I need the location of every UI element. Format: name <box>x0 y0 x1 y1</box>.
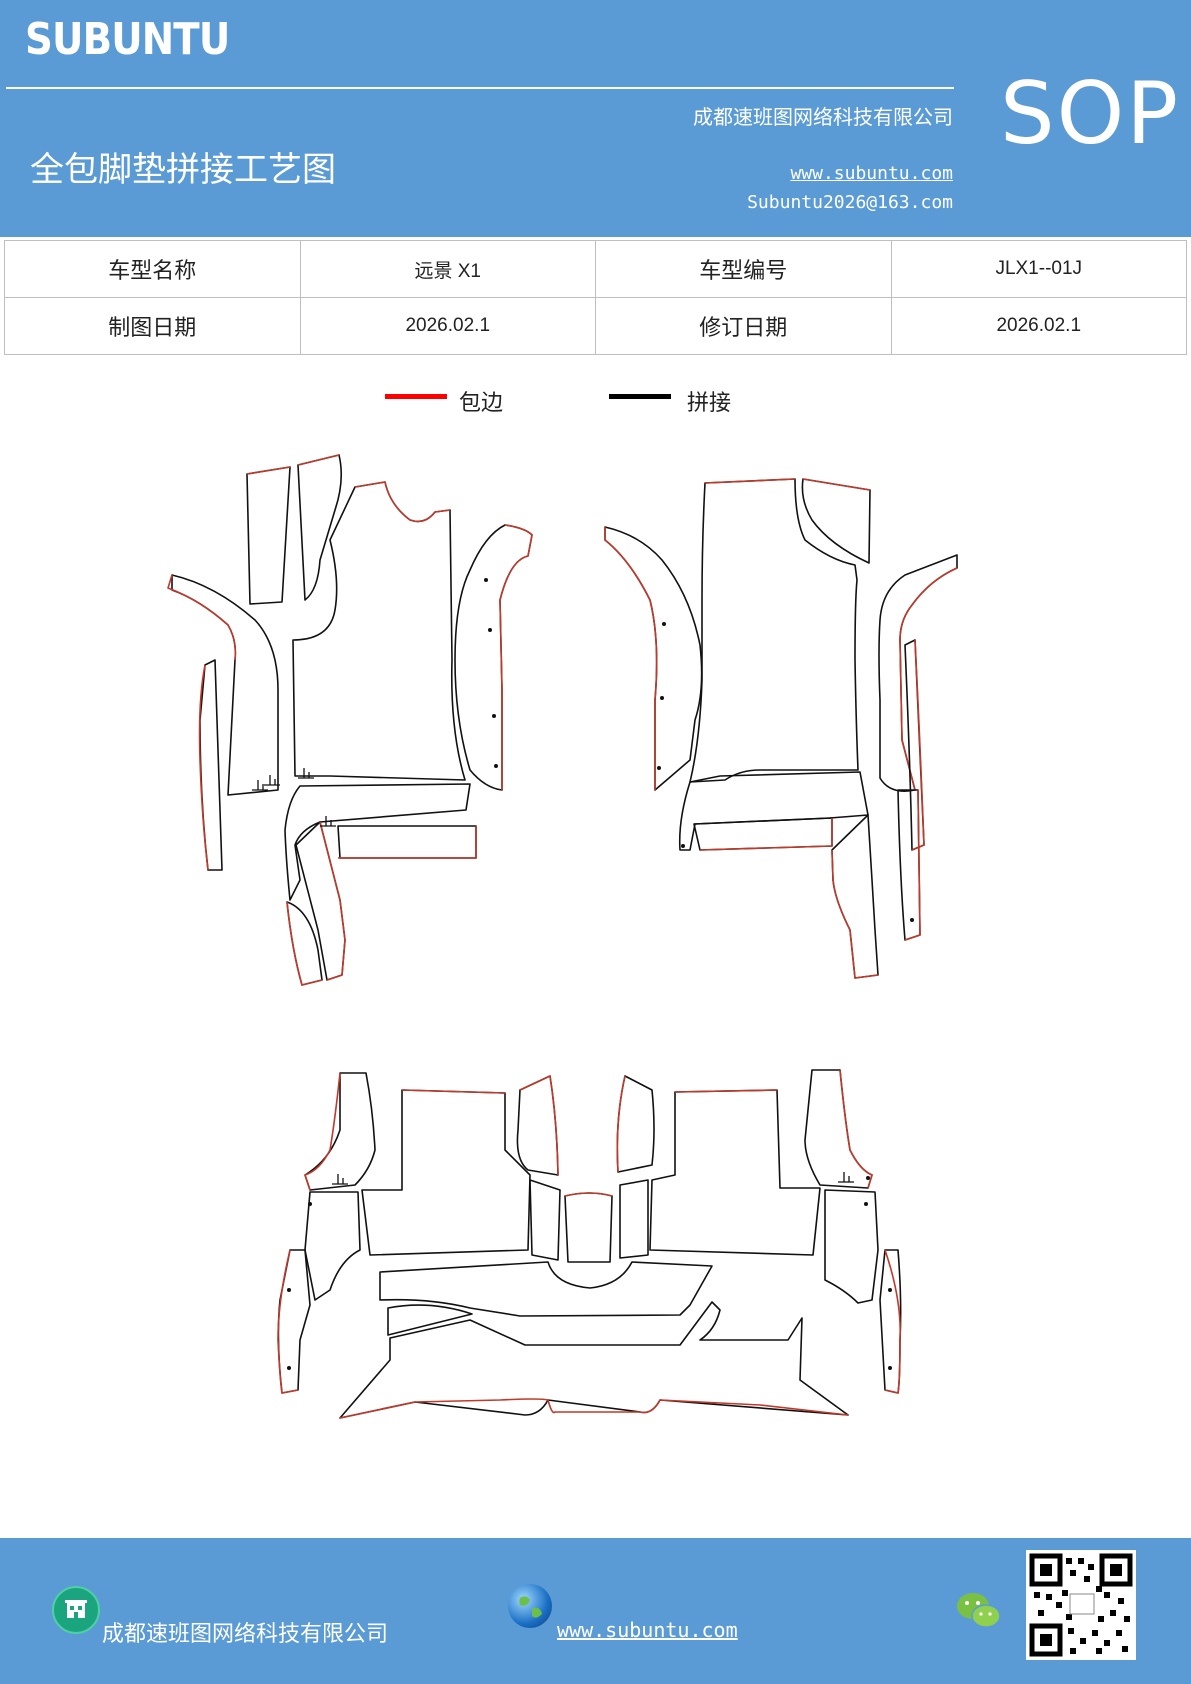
fr-holes <box>657 622 914 922</box>
fr-bottom-bar-edge <box>699 818 833 851</box>
rear-stop-marks <box>332 1172 854 1185</box>
fr-right-curve <box>878 554 958 792</box>
fl-left-curve-edge <box>167 574 237 661</box>
fr-lower-leg-edge <box>831 849 879 979</box>
wechat-icon[interactable] <box>956 1590 1002 1630</box>
legend: 包边 拼接 <box>0 385 1191 425</box>
rear-center-left-edge <box>519 1075 559 1176</box>
rear-seat-right-edge <box>674 1089 778 1093</box>
revise-date-value: 2026.02.1 <box>890 297 1187 355</box>
fr-foot-strip <box>897 789 921 941</box>
model-code-value: JLX1--01J <box>890 240 1187 298</box>
fr-right-curve-edge <box>899 567 958 791</box>
rear-mat-group <box>277 1069 902 1419</box>
header-divider <box>6 87 954 89</box>
footer-company: 成都速班图网络科技有限公司 <box>102 1622 389 1647</box>
fl-strip-a-edge <box>246 466 291 475</box>
fr-door-strip-edge <box>911 639 925 851</box>
front-left-mat-group <box>167 454 533 986</box>
fl-bottom-bar <box>337 825 477 859</box>
header-company: 成都速班图网络科技有限公司 <box>693 105 953 129</box>
fl-strip-a <box>246 466 291 605</box>
rear-right-top <box>804 1069 873 1189</box>
fl-strip-b <box>297 454 343 601</box>
front-right-mat-group <box>604 478 958 979</box>
rear-holes <box>287 1176 892 1370</box>
fl-side-panel <box>454 524 533 791</box>
fl-side-edge <box>499 524 533 790</box>
fl-bottom-bar-edge <box>338 826 477 859</box>
fl-foot-strip-edge <box>286 901 323 986</box>
rear-tunnel-mid-edge <box>564 1192 613 1197</box>
qr-code <box>1026 1550 1136 1660</box>
rear-left-top-edge <box>304 1072 341 1191</box>
table-row: 制图日期 2026.02.1 修订日期 2026.02.1 <box>4 297 1187 355</box>
fl-lower-leg-edge <box>319 821 346 981</box>
fl-holes <box>484 578 498 768</box>
fl-main-edge <box>354 481 451 523</box>
fr-side-panel <box>604 526 703 791</box>
page-title: 全包脚垫拼接工艺图 <box>30 150 336 190</box>
fr-lower-leg <box>831 814 879 979</box>
revise-date-label: 修订日期 <box>595 297 892 355</box>
rear-left-side <box>304 1191 361 1301</box>
fr-door-strip <box>904 639 925 851</box>
model-code-label: 车型编号 <box>595 240 892 298</box>
header-website-link[interactable]: www.subuntu.com <box>790 163 953 184</box>
footer-website-link[interactable]: www.subuntu.com <box>557 1618 738 1642</box>
header-banner: SUBUNTU 成都速班图网络科技有限公司 全包脚垫拼接工艺图 www.subu… <box>0 0 1191 237</box>
globe-icon <box>508 1584 552 1628</box>
model-name-label: 车型名称 <box>4 240 301 298</box>
rear-cross-beam <box>379 1261 713 1317</box>
rear-left-top <box>304 1072 376 1191</box>
draw-date-label: 制图日期 <box>4 297 301 355</box>
fr-foot-strip-edge <box>904 789 921 941</box>
legend-edge-swatch <box>385 394 447 399</box>
building-icon <box>52 1586 100 1634</box>
fl-main-mat <box>292 481 466 781</box>
rear-cross-inner <box>387 1304 473 1336</box>
legend-seam-swatch <box>609 394 671 399</box>
rear-left-outer <box>277 1249 311 1394</box>
vehicle-info-table: 车型名称 远景 X1 车型编号 JLX1--01J 制图日期 2026.02.1… <box>4 240 1187 355</box>
rear-left-outer-edge <box>277 1249 299 1394</box>
rear-floor <box>339 1301 849 1419</box>
draw-date-value: 2026.02.1 <box>299 297 596 355</box>
fr-bottom-bar <box>693 817 833 851</box>
rear-floor-edge <box>339 1398 849 1419</box>
legend-seam-label: 拼接 <box>687 391 732 416</box>
model-name-value: 远景 X1 <box>299 240 596 298</box>
brand-logo: SUBUNTU <box>25 14 230 65</box>
fr-upper-strip <box>801 478 871 564</box>
rear-tunnel-r <box>619 1179 649 1259</box>
rear-right-outer <box>879 1249 902 1394</box>
rear-seat-left-edge <box>401 1089 506 1094</box>
fr-main-mat <box>689 478 859 783</box>
fl-lower-leg <box>295 821 346 981</box>
fr-upper-strip-edge <box>802 478 871 491</box>
fl-stop-marks <box>252 768 336 827</box>
fl-door-strip-edge <box>198 664 209 871</box>
rear-seat-left <box>361 1089 531 1256</box>
fl-door-strip <box>199 659 223 871</box>
table-row: 车型名称 远景 X1 车型编号 JLX1--01J <box>4 240 1187 298</box>
rear-center-right-edge <box>616 1075 626 1173</box>
fr-side-edge <box>604 527 658 790</box>
fl-left-curve <box>171 574 279 796</box>
fr-main-edge <box>704 478 796 484</box>
fr-tunnel-piece <box>678 771 869 851</box>
rear-right-side <box>824 1189 879 1304</box>
footer-banner: 成都速班图网络科技有限公司 www.subuntu.com <box>0 1538 1191 1684</box>
legend-edge-label: 包边 <box>459 391 504 416</box>
rear-right-top-edge <box>839 1069 873 1189</box>
fl-tunnel-piece <box>284 783 471 901</box>
rear-tunnel-l <box>529 1179 561 1261</box>
rear-right-outer-edge <box>884 1249 902 1394</box>
rear-seat-right <box>649 1089 821 1256</box>
sop-badge: SOP <box>1000 64 1181 164</box>
fl-strip-b-edge <box>297 454 340 466</box>
rear-tunnel-mid <box>564 1192 613 1263</box>
header-email: Subuntu2026@163.com <box>747 192 953 213</box>
